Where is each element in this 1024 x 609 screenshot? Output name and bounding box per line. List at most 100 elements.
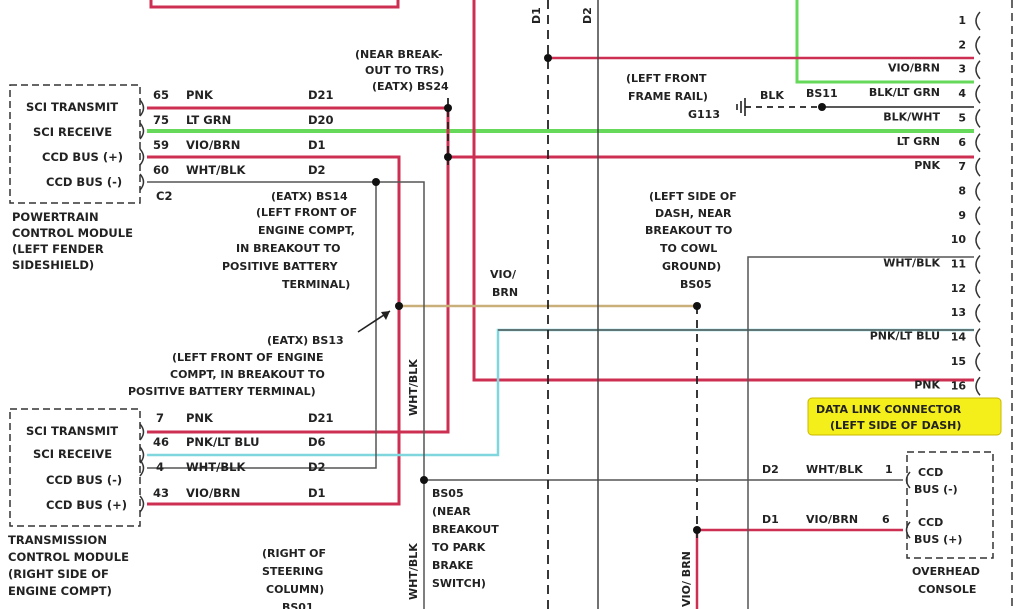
dlc-pin-number: 15 [951, 355, 966, 368]
splice-bs05-bottom [420, 476, 428, 484]
bs13-caption: (LEFT FRONT OF ENGINE [172, 351, 324, 364]
dlc-wire-color: BLK/WHT [883, 110, 940, 123]
pcm-box [9, 84, 141, 204]
dlc-pin-bracket [975, 108, 981, 128]
bs05-top-caption: BREAKOUT TO [645, 224, 732, 237]
tcm-caption: CONTROL MODULE [8, 550, 129, 564]
overhead-pin-number: 1 [885, 463, 893, 476]
tcm-caption: ENGINE COMPT) [8, 584, 112, 598]
steering-caption: BS01 [282, 601, 314, 609]
wire-vio-brn-pcm [147, 155, 401, 506]
wht-blk-label: WHT/BLK [407, 359, 420, 416]
wire-pnk-16 [472, 0, 974, 382]
d2-label: D2 [581, 7, 594, 24]
wire-blk-lt-grn [795, 0, 974, 84]
overhead-labels: D2 WHT/BLK 1 CCD BUS (-) D1 VIO/BRN 6 CC… [762, 463, 980, 596]
bs14-caption: POSITIVE BATTERY [222, 260, 339, 273]
dlc-pin-number: 7 [958, 160, 966, 173]
tcm-wire-color: WHT/BLK [186, 460, 246, 474]
dlc-pin-bracket [975, 35, 981, 55]
splice-bs14 [372, 178, 380, 186]
bs24-caption: (NEAR BREAK- [355, 48, 443, 61]
ground-caption: FRAME RAIL) [628, 90, 708, 103]
dlc-wire-color: VIO/BRN [888, 62, 940, 75]
dlc-wire-color: BLK/LT GRN [869, 86, 940, 99]
dlc-pin-number: 8 [958, 185, 966, 198]
pcm-pin-number: 60 [153, 163, 169, 177]
dlc-pin-bracket [975, 60, 981, 80]
bs05-bottom-caption: TO PARK [432, 541, 486, 554]
overhead-circuit: D2 [762, 463, 779, 476]
dlc-pin-number: 4 [958, 87, 966, 100]
bs14-caption: IN BREAKOUT TO [236, 242, 341, 255]
dlc-pin-bracket [975, 230, 981, 250]
bs05-bottom-caption: BS05 [432, 487, 464, 500]
tcm-caption: (RIGHT SIDE OF [8, 567, 109, 581]
pcm-circuit: D2 [308, 163, 326, 177]
bs05-top-caption: DASH, NEAR [655, 207, 732, 220]
pcm-caption: SIDESHIELD) [12, 258, 94, 272]
overhead-console-box [906, 451, 994, 559]
vio-brn-label: BRN [492, 286, 518, 299]
overhead-pin-number: 6 [882, 513, 890, 526]
wire-wht-blk-11 [747, 256, 974, 609]
pcm-pin-brackets [139, 99, 145, 191]
bs05-top-caption: (LEFT SIDE OF [649, 190, 737, 203]
tcm-circuit: D21 [308, 411, 334, 425]
steering-caption: COLUMN) [266, 583, 324, 596]
pcm-wire-color: PNK [186, 88, 214, 102]
tcm-pin-number: 46 [153, 435, 169, 449]
tcm-wire-color: VIO/BRN [186, 486, 240, 500]
bs05-top-caption: GROUND) [662, 260, 721, 273]
pcm-circuit: D1 [308, 138, 326, 152]
dlc-callout-box [807, 397, 1002, 436]
tcm-pin-brackets [139, 423, 145, 513]
steering-caption: (RIGHT OF [262, 547, 326, 560]
wht-blk-label: WHT/BLK [407, 543, 420, 600]
overhead-wire-color: WHT/BLK [806, 463, 863, 476]
overhead-pin-label: BUS (+) [914, 533, 962, 546]
dlc-pin-number: 9 [958, 209, 966, 222]
dlc-pin-brackets [975, 11, 981, 396]
vio-brn-vertical-label: VIO/ BRN [680, 551, 693, 607]
bs14-caption: ENGINE COMPT, [258, 224, 355, 237]
pcm-connector: C2 [156, 189, 172, 203]
dlc-pin-bracket [975, 376, 981, 396]
splice-bs24-b [444, 153, 452, 161]
ground-wire-label: BLK [760, 89, 784, 102]
dlc-pin-number: 3 [958, 63, 966, 76]
tcm-wire-color: PNK/LT BLU [186, 435, 259, 449]
vio-brn-label: VIO/ [490, 268, 517, 281]
tcm-circuit: D2 [308, 460, 326, 474]
overhead-caption: CONSOLE [918, 583, 976, 596]
tcm-pin-label: CCD BUS (-) [46, 473, 122, 487]
pcm-pin-label: SCI TRANSMIT [26, 100, 118, 114]
pcm-pin-label: CCD BUS (+) [42, 150, 123, 164]
overhead-pin-label: BUS (-) [914, 483, 958, 496]
tcm-box [9, 408, 141, 527]
overhead-circuit: D1 [762, 513, 779, 526]
bs24-caption: (EATX) BS24 [372, 80, 449, 93]
dlc-pin-number: 2 [958, 38, 966, 51]
tcm-wire-color: PNK [186, 411, 214, 425]
ground-splice-label: BS11 [806, 87, 838, 100]
bs14-caption: (LEFT FRONT OF [256, 206, 357, 219]
splice-d1 [544, 54, 552, 62]
dlc-pin-number: 13 [951, 306, 966, 319]
dlc-pin-bracket [975, 279, 981, 299]
splice-bs11 [818, 103, 826, 111]
bs14-caption: TERMINAL) [282, 278, 350, 291]
vertical-labels: D1 D2 WHT/BLK WHT/BLK VIO/ BRN [407, 7, 693, 607]
steering-caption: STEERING [262, 565, 323, 578]
overhead-wire-color: VIO/BRN [806, 513, 858, 526]
pcm-wire-color: WHT/BLK [186, 163, 246, 177]
ground-caption: G113 [688, 108, 720, 121]
bs05-top-caption: TO COWL [660, 242, 717, 255]
tcm-circuit: D1 [308, 486, 326, 500]
splice-bs05-top [693, 302, 701, 310]
dlc-callout-line: (LEFT SIDE OF DASH) [830, 419, 961, 432]
tcm-pin-number: 7 [156, 411, 164, 425]
dlc-pin-bracket [975, 352, 981, 372]
dlc-pin-number: 10 [951, 233, 967, 246]
